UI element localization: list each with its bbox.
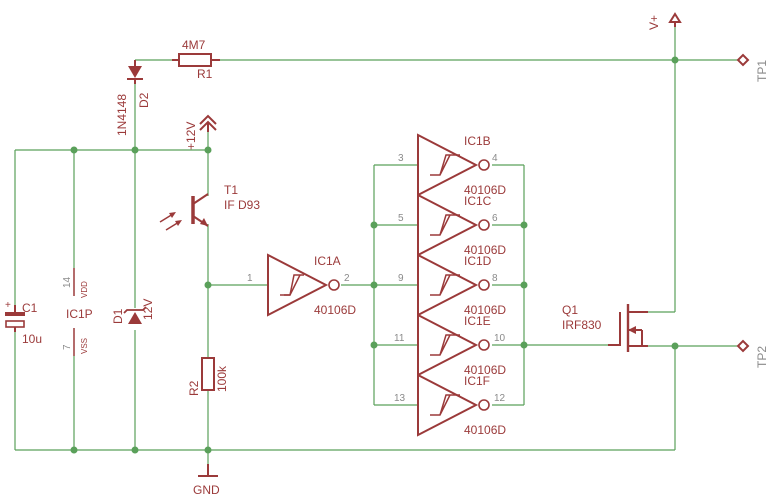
ic1c-pin-in: 5 bbox=[398, 213, 404, 224]
ic1b-pin-out: 4 bbox=[492, 153, 498, 164]
ic1c-schmitt-inverter: 5 6 IC1C 40106D bbox=[398, 193, 506, 257]
r2-resistor: R2 100k bbox=[187, 357, 229, 396]
ic1c-name-label: IC1C bbox=[464, 194, 492, 208]
d1-name-label: D1 bbox=[111, 308, 125, 324]
ic1b-name-label: IC1B bbox=[464, 134, 491, 148]
ic1b-type-label: 40106D bbox=[464, 183, 506, 197]
gnd-label: GND bbox=[193, 483, 220, 497]
tp1-label: TP1 bbox=[755, 60, 769, 82]
ic1f-pin-in: 13 bbox=[394, 393, 406, 404]
tp1-testpoint[interactable]: TP1 bbox=[736, 53, 769, 82]
ic1p-power: 14 VDD IC1P 7 VSS bbox=[62, 268, 93, 356]
ic1a-name-label: IC1A bbox=[314, 254, 341, 268]
plus12v-label: +12V bbox=[184, 122, 198, 150]
ic1a-schmitt-inverter: 1 2 IC1A 40106D bbox=[247, 253, 356, 317]
r1-name-label: R1 bbox=[197, 67, 213, 81]
d2-diode: 1N4148 D2 bbox=[115, 60, 151, 136]
ic1p-vdd-label: VDD bbox=[80, 281, 89, 298]
ic1d-type-label: 40106D bbox=[464, 303, 506, 317]
d1-zener: D1 12V bbox=[111, 299, 155, 324]
vplus-symbol: V+ bbox=[647, 12, 682, 30]
ic1e-schmitt-inverter: 11 10 IC1E 40106D bbox=[394, 313, 506, 377]
r1-value-label: 4M7 bbox=[182, 38, 206, 52]
plus12v-symbol: +12V bbox=[184, 114, 217, 150]
ic1d-pin-out: 8 bbox=[492, 273, 498, 284]
tp2-testpoint[interactable]: TP2 bbox=[736, 339, 769, 368]
c1-name-label: C1 bbox=[22, 301, 38, 315]
ic1c-pin-out: 6 bbox=[492, 213, 498, 224]
d2-type-label: 1N4148 bbox=[115, 94, 129, 136]
ic1a-pin-in: 1 bbox=[247, 273, 253, 284]
ic1b-pin-in: 3 bbox=[398, 153, 404, 164]
t1-phototransistor: T1 IF D93 bbox=[159, 183, 260, 231]
ic1f-name-label: IC1F bbox=[464, 374, 490, 388]
q1-type-label: IRF830 bbox=[562, 318, 602, 332]
ic1p-pin7-label: 7 bbox=[62, 344, 73, 350]
d2-name-label: D2 bbox=[137, 92, 151, 108]
c1-value-label: 10u bbox=[22, 332, 42, 346]
ic1d-name-label: IC1D bbox=[464, 254, 492, 268]
ic1a-type-label: 40106D bbox=[314, 303, 356, 317]
ic1e-type-label: 40106D bbox=[464, 363, 506, 377]
q1-mosfet: Q1 IRF830 bbox=[562, 303, 648, 352]
ic1p-pin14-label: 14 bbox=[62, 276, 73, 288]
wires bbox=[14, 26, 738, 476]
ic1d-schmitt-inverter: 9 8 IC1D 40106D bbox=[398, 253, 506, 317]
junctions bbox=[70, 56, 679, 454]
c1-plus-label: + bbox=[5, 300, 11, 311]
gnd-symbol: GND bbox=[193, 464, 220, 497]
ic1c-type-label: 40106D bbox=[464, 243, 506, 257]
r2-name-label: R2 bbox=[187, 380, 201, 396]
ic1f-type-label: 40106D bbox=[464, 423, 506, 437]
ic1a-pin-out: 2 bbox=[344, 273, 350, 284]
ic1e-name-label: IC1E bbox=[464, 314, 491, 328]
ic1d-pin-in: 9 bbox=[398, 273, 404, 284]
t1-type-label: IF D93 bbox=[224, 198, 260, 212]
ic1p-vss-label: VSS bbox=[80, 338, 89, 354]
ic1f-schmitt-inverter: 13 12 IC1F 40106D bbox=[394, 373, 506, 437]
ic1e-pin-in: 11 bbox=[394, 333, 405, 344]
ic1p-name-label: IC1P bbox=[66, 307, 93, 321]
q1-name-label: Q1 bbox=[562, 303, 578, 317]
vplus-label: V+ bbox=[647, 15, 661, 30]
ic1f-pin-out: 12 bbox=[494, 393, 506, 404]
r2-value-label: 100k bbox=[215, 365, 229, 392]
tp2-label: TP2 bbox=[755, 346, 769, 368]
t1-name-label: T1 bbox=[224, 183, 238, 197]
ic1e-pin-out: 10 bbox=[494, 333, 506, 344]
c1-capacitor: + C1 10u bbox=[5, 300, 42, 346]
d1-value-label: 12V bbox=[141, 299, 155, 320]
r1-resistor: 4M7 R1 bbox=[172, 38, 220, 81]
ic1b-schmitt-inverter: 3 4 IC1B 40106D bbox=[398, 133, 506, 197]
